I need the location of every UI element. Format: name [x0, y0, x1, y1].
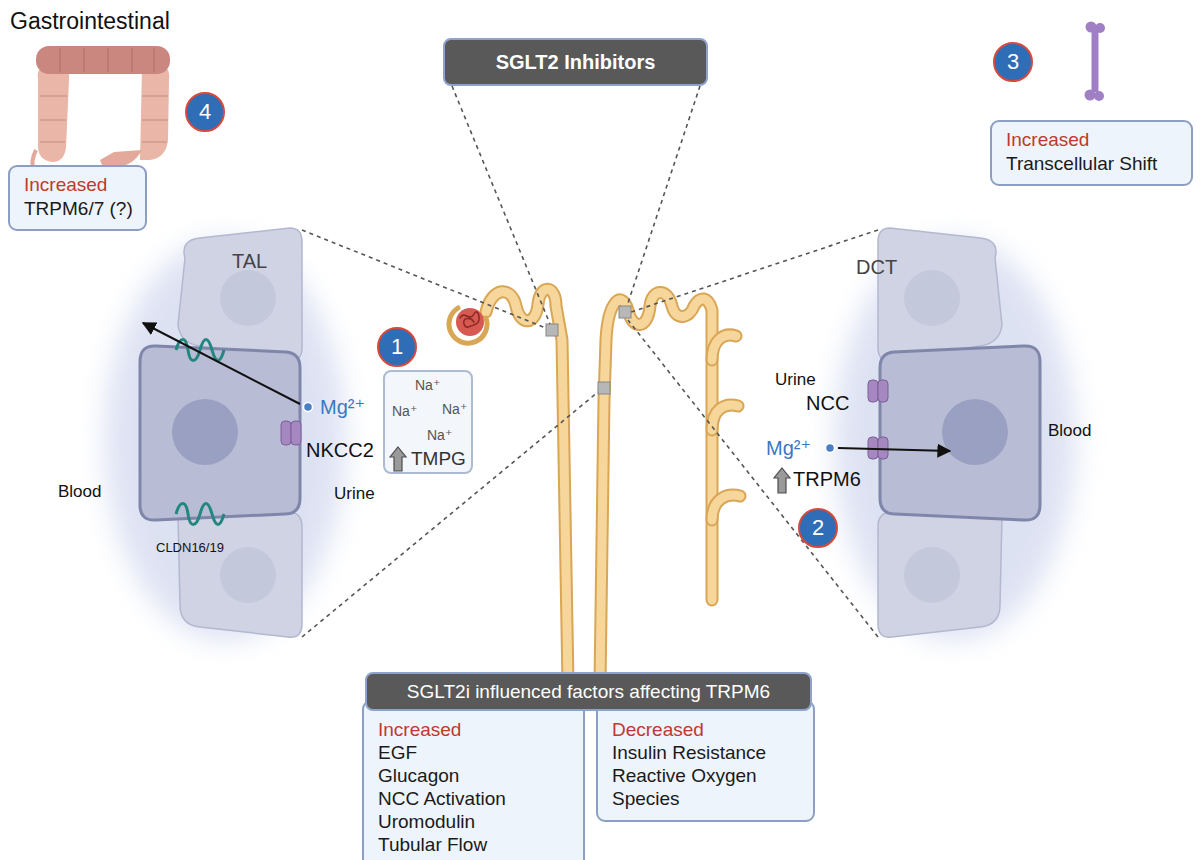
box-text: Increased — [1006, 128, 1179, 152]
factor-list-box: IncreasedEGFGlucagonNCC ActivationUromod… — [362, 700, 585, 860]
callout-text: 3 — [1007, 51, 1019, 73]
box-text: Na⁺ — [442, 401, 467, 417]
tal-cells — [140, 228, 302, 637]
transporter-label: NCC — [806, 392, 849, 415]
zoom-line — [302, 230, 546, 328]
callout-number: 2 — [798, 508, 838, 548]
box-text: Na⁺ — [427, 427, 452, 443]
segment-label: DCT — [856, 256, 897, 279]
compartment-label: Blood — [58, 482, 101, 502]
zoom-line — [452, 86, 550, 324]
factor-list-box: DecreasedInsulin ResistanceReactive Oxyg… — [596, 700, 815, 822]
box-text: Na⁺ — [392, 403, 417, 419]
drug-header-box: SGLT2 Inhibitors — [443, 38, 708, 86]
flux-arrow — [838, 448, 950, 451]
ion-dot — [826, 444, 835, 453]
increase-arrow — [389, 446, 409, 472]
box-text: Increased — [378, 718, 571, 741]
compartment-label: Urine — [775, 370, 816, 390]
effect-box: IncreasedTranscellular Shift — [990, 120, 1193, 186]
box-text: Uromodulin — [378, 810, 571, 833]
effect-box: IncreasedTRPM6/7 (?) — [8, 165, 147, 231]
box-text: TRPM6/7 (?) — [24, 197, 133, 221]
colon-illustration — [32, 46, 170, 170]
segment-label: TAL — [232, 250, 267, 273]
nephron-illustration — [449, 289, 740, 694]
leader-lines — [302, 86, 878, 637]
increase-arrow — [774, 468, 790, 493]
flux-arrow — [143, 323, 300, 404]
bone-illustration — [1085, 22, 1106, 102]
compartment-label: Blood — [1048, 421, 1091, 441]
callout-number: 4 — [185, 92, 225, 132]
dct-cells — [878, 228, 1040, 637]
organ-label: Gastrointestinal — [10, 8, 170, 35]
factors-header-box: SGLT2i influenced factors affecting TRPM… — [365, 672, 812, 711]
box-text: EGF — [378, 741, 571, 764]
zoom-line — [302, 392, 598, 637]
box-text: Decreased — [612, 718, 801, 741]
box-text: Tubular Flow — [378, 833, 571, 856]
box-text: Increased — [24, 173, 133, 197]
box-text: SGLT2i influenced factors affecting TRPM… — [407, 681, 770, 703]
box-text: TMPG — [411, 448, 466, 470]
box-text: Transcellular Shift — [1006, 152, 1179, 176]
box-text: NCC Activation — [378, 787, 571, 810]
callout-number: 3 — [993, 42, 1033, 82]
transporter-label: NKCC2 — [306, 439, 374, 462]
box-text: Insulin Resistance — [612, 741, 801, 764]
compartment-label: Urine — [334, 484, 375, 504]
zoom-line — [628, 320, 878, 637]
zoom-line — [631, 230, 878, 312]
callout-text: 1 — [391, 336, 403, 358]
ion-dot — [304, 403, 313, 412]
protein-label: CLDN16/19 — [156, 540, 224, 555]
box-text: Glucagon — [378, 764, 571, 787]
ion-label: Mg²⁺ — [320, 395, 365, 419]
claudin-symbol — [176, 340, 224, 525]
callout-text: 4 — [199, 101, 211, 123]
callout-text: 2 — [812, 517, 824, 539]
sodium-box: Na⁺Na⁺Na⁺Na⁺TMPG — [383, 370, 473, 474]
callout-number: 1 — [377, 327, 417, 367]
zoom-line — [627, 86, 700, 306]
box-text: Na⁺ — [415, 377, 440, 393]
box-text: Reactive Oxygen Species — [612, 764, 801, 810]
channel-label: TRPM6 — [793, 468, 861, 491]
box-text: SGLT2 Inhibitors — [496, 51, 656, 74]
zoom-marker — [546, 306, 631, 394]
ion-label: Mg²⁺ — [766, 436, 811, 460]
